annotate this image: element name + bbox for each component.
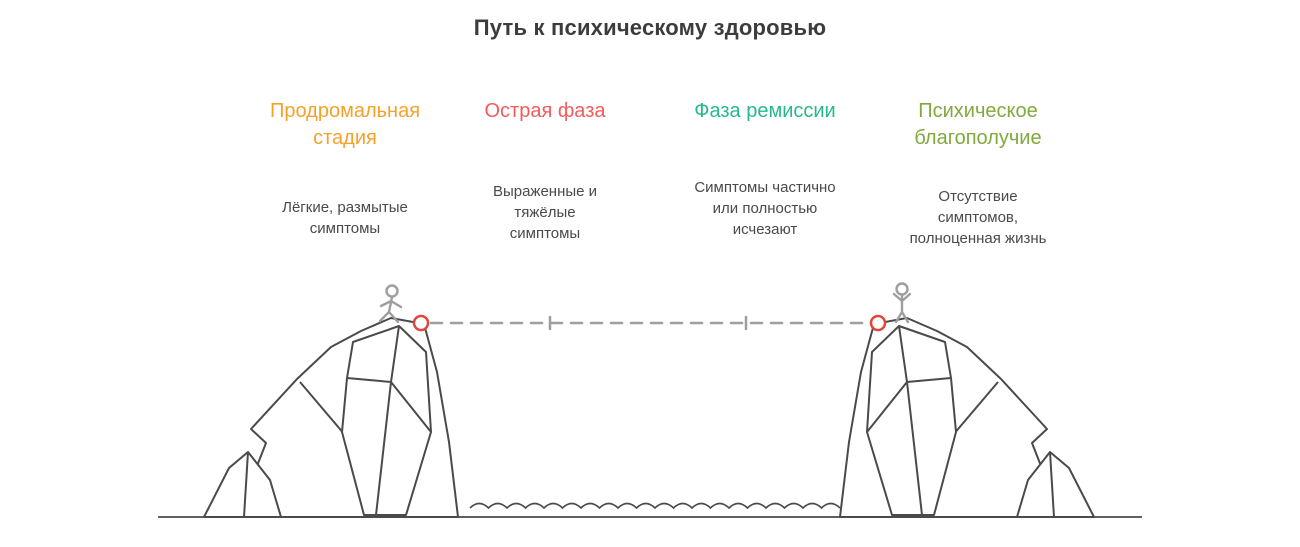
rope-group: [429, 315, 870, 331]
stage-description-line: Лёгкие, размытые: [282, 199, 408, 216]
stage-label: Фаза ремиссии: [665, 98, 865, 125]
right-cliff-boulder-facets: [866, 325, 952, 516]
anchor-rings: [412, 314, 887, 332]
right-anchor-ring: [869, 314, 887, 332]
stage-description: Симптомы частично или полностью исчезают: [665, 177, 865, 240]
stage-label-line: Продромальная: [269, 100, 421, 122]
stage-description-line: тяжёлые: [514, 204, 576, 221]
stage-description-line: исчезают: [732, 221, 798, 238]
stage-description: Отсутствие симптомов, полноценная жизнь: [868, 186, 1088, 249]
stick-figures: [378, 282, 912, 324]
stage-description-line: симптомы: [509, 225, 581, 242]
stage-description-line: полноценная жизнь: [909, 230, 1047, 247]
left-cliff-group: [203, 317, 459, 518]
stage-description-line: или полностью: [712, 200, 818, 217]
stick-figure-left-legs: [378, 310, 400, 324]
stage-description-line: симптомы: [309, 220, 381, 237]
stage-description-line: Выраженные и: [492, 183, 598, 200]
stage-description: Лёгкие, размытые симптомы: [245, 197, 445, 239]
stick-figure-left-body: [387, 295, 394, 314]
stage-label-line: Фаза ремиссии: [694, 100, 836, 122]
stage-label: Продромальная стадия: [245, 98, 445, 152]
stage-prodromal: Продромальная стадия Лёгкие, размытые си…: [245, 98, 445, 237]
stage-description-line: симптомов,: [937, 209, 1019, 226]
stick-figure-left-arms: [379, 299, 403, 309]
stick-figure-left: [378, 284, 403, 324]
stage-label-line: благополучие: [914, 127, 1042, 149]
stick-figure-left-head: [385, 284, 399, 298]
page-title: Путь к психическому здоровью: [473, 15, 827, 40]
stage-label-line: Психическое: [918, 100, 1038, 122]
stage-description-line: Симптомы частично: [694, 179, 836, 196]
left-cliff-slope-facet: [299, 381, 346, 436]
right-cliff-group: [839, 317, 1095, 518]
left-rock-facet: [243, 451, 249, 518]
left-anchor-ring: [412, 314, 430, 332]
stage-acute: Острая фаза Выраженные и тяжёлые симптом…: [455, 98, 635, 242]
right-rock-facet: [1049, 451, 1055, 518]
stage-remission: Фаза ремиссии Симптомы частично или полн…: [665, 98, 865, 238]
stage-description-line: Отсутствие: [938, 188, 1018, 205]
right-cliff-slope-facet: [952, 381, 999, 436]
right-rock: [1016, 451, 1095, 518]
stage-label: Психическое благополучие: [868, 98, 1088, 152]
stage-wellbeing: Психическое благополучие Отсутствие симп…: [868, 98, 1088, 247]
stage-label-line: Острая фаза: [484, 100, 606, 122]
left-cliff-boulder-facets: [346, 325, 432, 516]
stage-description: Выраженные и тяжёлые симптомы: [455, 181, 635, 244]
stage-label-line: стадия: [313, 127, 377, 149]
stick-figure-right-arms: [892, 292, 912, 303]
water-waves: [469, 502, 841, 510]
left-rock: [203, 451, 282, 518]
stage-label: Острая фаза: [455, 98, 635, 125]
stick-figure-right: [892, 282, 912, 324]
stick-figure-right-legs: [894, 310, 910, 324]
stick-figure-right-head: [895, 282, 909, 296]
